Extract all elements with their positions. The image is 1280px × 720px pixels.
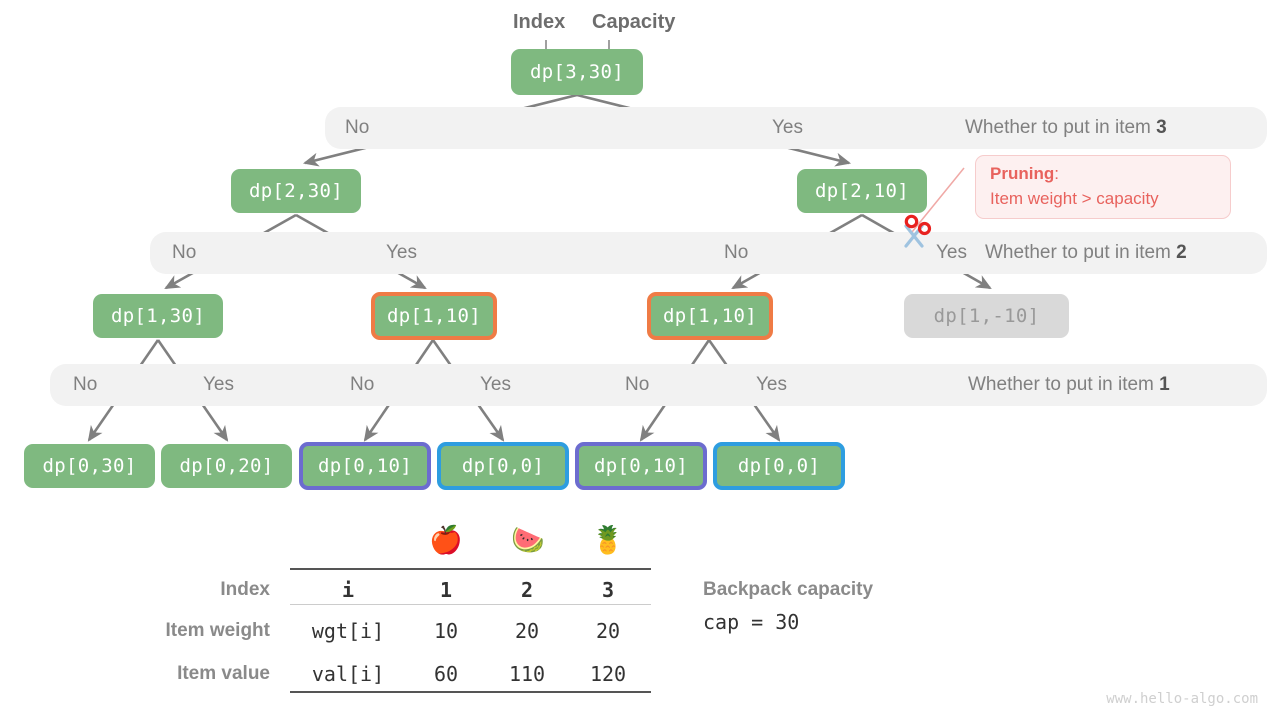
- level-item-number-1: 1: [1159, 374, 1170, 395]
- edge-label-l2-yes-a: Yes: [386, 242, 417, 263]
- caption-index: Index: [513, 11, 566, 33]
- cell-value-1: 60: [433, 662, 459, 686]
- node-dp-0-30[interactable]: dp[0,30]: [24, 444, 155, 488]
- table-rule-mid: [290, 604, 651, 605]
- level-question-text-3: Whether to put in item: [965, 117, 1157, 138]
- table-rule-top: [290, 568, 651, 570]
- backpack-capacity-note: Backpack capacity cap = 30: [703, 579, 873, 634]
- pruning-colon: :: [1054, 164, 1059, 183]
- node-dp-0-10-right[interactable]: dp[0,10]: [575, 442, 707, 490]
- edge-label-l3-yes-c: Yes: [756, 374, 787, 395]
- pruning-detail: Item weight > capacity: [990, 189, 1159, 208]
- row-label-index: Index: [220, 579, 270, 600]
- level-question-text-1: Whether to put in item: [968, 374, 1160, 395]
- node-dp-0-0-left[interactable]: dp[0,0]: [437, 442, 569, 490]
- cell-index-3: 3: [601, 578, 615, 602]
- edge-label-l3-no-b: No: [350, 374, 375, 395]
- level-item-number-3: 3: [1156, 117, 1167, 138]
- table-rule-bottom: [290, 691, 651, 693]
- level-item-number-2: 2: [1176, 242, 1187, 263]
- node-dp-0-20[interactable]: dp[0,20]: [161, 444, 292, 488]
- cell-value-2: 110: [508, 662, 546, 686]
- node-dp-1-10-right[interactable]: dp[1,10]: [647, 292, 773, 340]
- pruning-title: Pruning: [990, 164, 1055, 183]
- level-question-item3: Whether to put in item 3: [965, 107, 1167, 149]
- edge-label-l2-yes-b: Yes: [936, 242, 967, 263]
- cell-weight-3: 20: [595, 619, 621, 643]
- cell-index-2: 2: [520, 578, 534, 602]
- level-question-item2: Whether to put in item 2: [985, 232, 1187, 274]
- cell-weight-1: 10: [433, 619, 459, 643]
- watermark-url: www.hello-algo.com: [1106, 691, 1258, 707]
- edge-label-l1-no: No: [345, 117, 370, 138]
- edge-label-l3-yes-b: Yes: [480, 374, 511, 395]
- node-dp-0-10-left[interactable]: dp[0,10]: [299, 442, 431, 490]
- node-dp-1-10-left[interactable]: dp[1,10]: [371, 292, 497, 340]
- level-bar-item3: [325, 107, 1267, 149]
- level-question-text-2: Whether to put in item: [985, 242, 1177, 263]
- cell-wgt-name: wgt[i]: [311, 619, 385, 643]
- capacity-code: cap = 30: [703, 610, 800, 634]
- level-bar-item1: [50, 364, 1267, 406]
- level-question-item1: Whether to put in item 1: [968, 364, 1170, 406]
- cell-value-3: 120: [589, 662, 627, 686]
- node-dp-2-10[interactable]: dp[2,10]: [797, 169, 927, 213]
- fruit-icon-apple: 🍎: [429, 525, 463, 555]
- level-bar-item2: [150, 232, 1267, 274]
- fruit-icon-watermelon: 🍉: [511, 525, 545, 555]
- cell-index-name: i: [341, 578, 355, 602]
- node-dp-2-30[interactable]: dp[2,30]: [231, 169, 361, 213]
- cell-weight-2: 20: [514, 619, 540, 643]
- node-dp-1-minus10[interactable]: dp[1,-10]: [904, 294, 1069, 338]
- edge-label-l1-yes: Yes: [772, 117, 803, 138]
- edge-label-l2-no-a: No: [172, 242, 197, 263]
- scissors-icon: [904, 214, 932, 248]
- edge-label-l2-no-b: No: [724, 242, 749, 263]
- edge-label-l3-no-c: No: [625, 374, 650, 395]
- edge-label-l3-no-a: No: [73, 374, 98, 395]
- pruning-title-line: Pruning:: [990, 164, 1216, 184]
- edge-label-l3-yes-a: Yes: [203, 374, 234, 395]
- pruning-callout: Pruning: Item weight > capacity: [975, 155, 1231, 219]
- cell-val-name: val[i]: [311, 662, 385, 686]
- cell-index-1: 1: [439, 578, 453, 602]
- node-dp-1-30[interactable]: dp[1,30]: [93, 294, 223, 338]
- caption-capacity: Capacity: [592, 11, 676, 33]
- capacity-title: Backpack capacity: [703, 579, 874, 600]
- row-label-item-value: Item value: [177, 663, 270, 684]
- row-label-item-weight: Item weight: [165, 620, 270, 641]
- fruit-icon-pineapple: 🍍: [591, 525, 625, 555]
- node-dp-0-0-right[interactable]: dp[0,0]: [713, 442, 845, 490]
- node-dp-3-30[interactable]: dp[3,30]: [511, 49, 643, 95]
